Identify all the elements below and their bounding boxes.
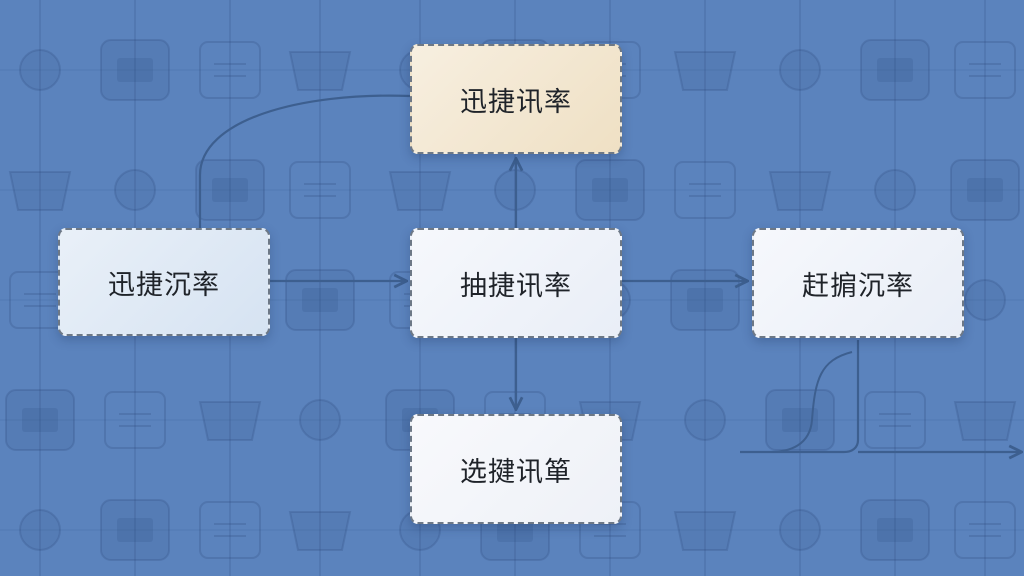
bg-trapezoid-shape bbox=[388, 171, 452, 211]
bg-trapezoid-shape bbox=[673, 51, 737, 91]
bg-frame-shape bbox=[674, 161, 736, 219]
bg-trapezoid-shape bbox=[953, 401, 1017, 441]
bg-frame-shape bbox=[104, 391, 166, 449]
node-left-label: 迅捷沉率 bbox=[108, 269, 220, 301]
bg-circle-shape bbox=[964, 279, 1006, 321]
bg-frame-shape bbox=[954, 41, 1016, 99]
bg-trapezoid-shape bbox=[768, 171, 832, 211]
bg-rect-shape bbox=[5, 389, 75, 451]
bg-rect-shape bbox=[575, 159, 645, 221]
bg-circle-shape bbox=[19, 509, 61, 551]
node-top-label: 迅捷讯率 bbox=[460, 86, 572, 118]
node-left[interactable]: 迅捷沉率 bbox=[58, 228, 270, 336]
bg-rect-shape bbox=[100, 499, 170, 561]
bg-frame-shape bbox=[289, 161, 351, 219]
bg-rect-shape bbox=[765, 389, 835, 451]
bg-inner-block bbox=[117, 58, 153, 82]
bg-inner-block bbox=[497, 518, 533, 542]
node-center[interactable]: 抽捷讯率 bbox=[410, 228, 622, 338]
bg-rect-shape bbox=[195, 159, 265, 221]
bg-inner-block bbox=[877, 518, 913, 542]
node-right-label: 赶掮沉率 bbox=[802, 270, 914, 302]
bg-circle-shape bbox=[684, 399, 726, 441]
bg-circle-shape bbox=[874, 169, 916, 211]
edge-right-curve bbox=[769, 351, 853, 453]
node-right[interactable]: 赶掮沉率 bbox=[752, 228, 964, 338]
bg-inner-block bbox=[687, 288, 723, 312]
bg-inner-block bbox=[212, 178, 248, 202]
bg-circle-shape bbox=[19, 49, 61, 91]
node-bottom[interactable]: 选揵讯箪 bbox=[410, 414, 622, 524]
bg-rect-shape bbox=[860, 39, 930, 101]
bg-trapezoid-shape bbox=[8, 171, 72, 211]
bg-rect-shape bbox=[860, 499, 930, 561]
bg-inner-block bbox=[22, 408, 58, 432]
bg-trapezoid-shape bbox=[288, 51, 352, 91]
bg-inner-block bbox=[967, 178, 1003, 202]
bg-trapezoid-shape bbox=[673, 511, 737, 551]
bg-inner-block bbox=[592, 178, 628, 202]
bg-inner-block bbox=[782, 408, 818, 432]
bg-circle-shape bbox=[299, 399, 341, 441]
bg-circle-shape bbox=[779, 509, 821, 551]
bg-frame-shape bbox=[954, 501, 1016, 559]
bg-frame-shape bbox=[199, 41, 261, 99]
bg-rect-shape bbox=[950, 159, 1020, 221]
edge-left-to-top bbox=[198, 94, 411, 228]
bg-rect-shape bbox=[285, 269, 355, 331]
bg-frame-shape bbox=[864, 391, 926, 449]
edge-right-down bbox=[740, 340, 860, 454]
bg-inner-block bbox=[302, 288, 338, 312]
bg-frame-shape bbox=[199, 501, 261, 559]
bg-circle-shape bbox=[779, 49, 821, 91]
bg-trapezoid-shape bbox=[198, 401, 262, 441]
node-bottom-label: 选揵讯箪 bbox=[460, 456, 572, 488]
node-top[interactable]: 迅捷讯率 bbox=[410, 44, 622, 154]
bg-inner-block bbox=[117, 518, 153, 542]
bg-rect-shape bbox=[670, 269, 740, 331]
node-center-label: 抽捷讯率 bbox=[460, 270, 572, 302]
bg-inner-block bbox=[877, 58, 913, 82]
bg-circle-shape bbox=[114, 169, 156, 211]
bg-rect-shape bbox=[100, 39, 170, 101]
bg-trapezoid-shape bbox=[288, 511, 352, 551]
